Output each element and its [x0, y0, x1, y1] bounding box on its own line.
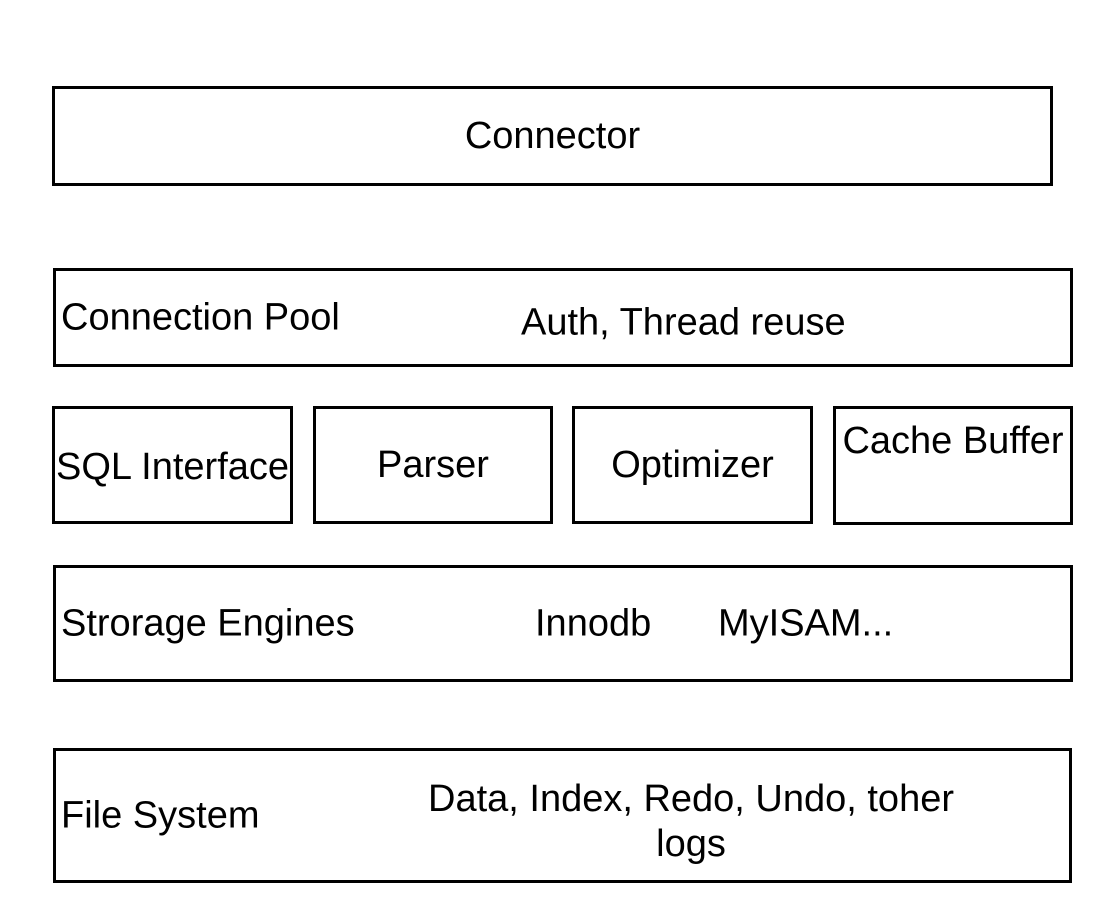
storage-engines-box: Strorage Engines Innodb MyISAM...	[53, 565, 1073, 682]
connection-pool-sublabel: Auth, Thread reuse	[521, 301, 846, 343]
connection-pool-box: Connection Pool Auth, Thread reuse	[53, 268, 1073, 367]
file-system-box: File System Data, Index, Redo, Undo, toh…	[53, 748, 1072, 883]
sql-interface-box: SQL Interface	[52, 406, 293, 524]
connector-label: Connector	[464, 114, 641, 157]
engine-innodb-label: Innodb	[535, 602, 652, 644]
parser-box: Parser	[313, 406, 553, 524]
storage-engines-label: Strorage Engines	[61, 602, 355, 644]
engine-myisam-label: MyISAM...	[718, 602, 894, 644]
cache-buffer-label: Cache Buffer	[842, 420, 1064, 462]
parser-label: Parser	[377, 443, 489, 486]
optimizer-label: Optimizer	[611, 443, 774, 486]
file-system-sublabel: Data, Index, Redo, Undo, toher logs	[428, 778, 954, 865]
cache-buffer-box: Cache Buffer	[833, 406, 1073, 525]
optimizer-box: Optimizer	[572, 406, 813, 524]
connector-box: Connector	[52, 86, 1053, 186]
file-system-label: File System	[61, 794, 260, 836]
connection-pool-label: Connection Pool	[61, 296, 340, 338]
sql-interface-label: SQL Interface	[55, 445, 290, 488]
